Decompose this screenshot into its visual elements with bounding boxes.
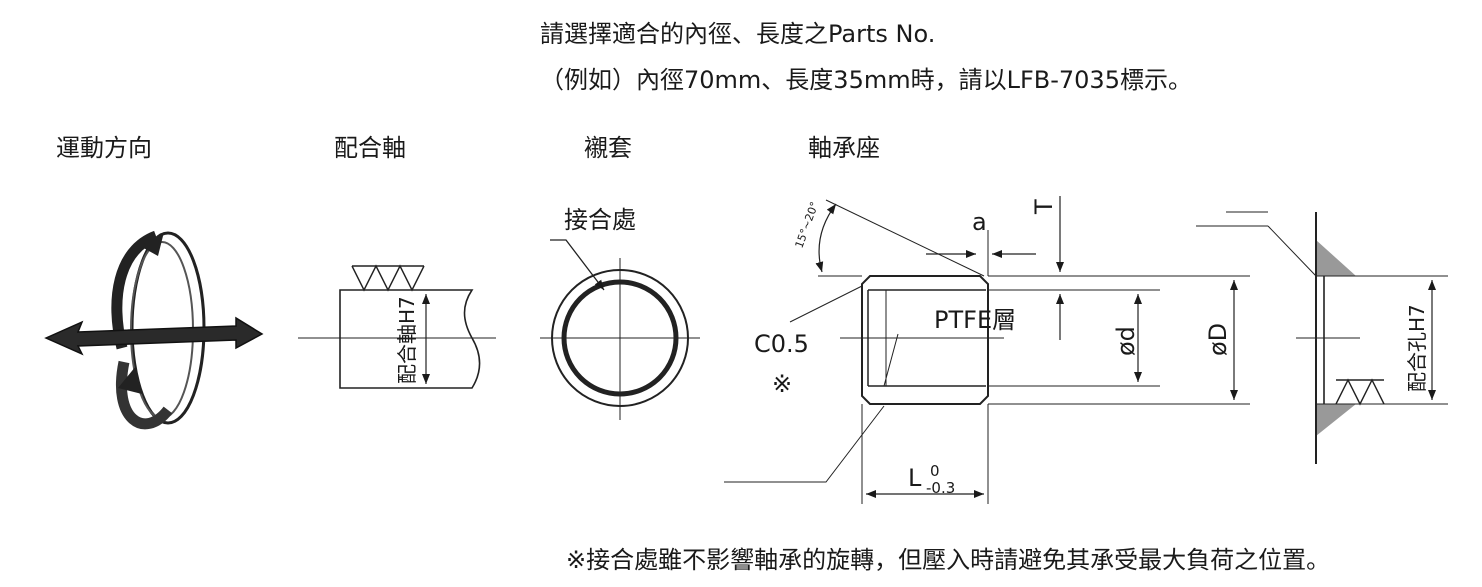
inner-diameter-label: ød [1112, 326, 1140, 356]
dim-a-label: a [972, 208, 987, 236]
bushing-section [540, 239, 700, 420]
dim-T-label: T [1030, 199, 1058, 215]
outer-diameter-label: øD [1204, 323, 1232, 356]
motion-direction-icon [44, 230, 264, 430]
footnote: ※接合處雖不影響軸承的旋轉，但壓入時請避免其承受最大負荷之位置。 [566, 546, 1331, 574]
instruction-line-2: （例如）內徑70mm、長度35mm時，請以LFB-7035標示。 [540, 66, 1192, 94]
bushing-cross-section [724, 196, 1250, 504]
chamfer-label: C0.5 [754, 330, 809, 358]
ptfe-layer-label: PTFE層 [934, 306, 1016, 334]
shaft-diagram [298, 264, 496, 389]
chamfer-note-mark: ※ [772, 370, 792, 398]
shaft-tolerance-label: 配合軸H7 [395, 296, 419, 384]
length-lower-tol: -0.3 [926, 479, 955, 497]
joint-label: 接合處 [564, 206, 636, 234]
housing-section [1196, 211, 1448, 464]
length-label: L [908, 464, 922, 492]
label-bushing: 襯套 [584, 134, 632, 162]
chamfer-angle-label: 15°~20° [793, 200, 822, 250]
label-mating-shaft: 配合軸 [334, 134, 406, 162]
label-housing: 軸承座 [808, 134, 880, 162]
hole-tolerance-label: 配合孔H7 [1405, 304, 1429, 392]
label-motion-direction: 運動方向 [56, 134, 152, 162]
instruction-line-1: 請選擇適合的內徑、長度之Parts No. [540, 20, 936, 48]
length-upper-tol: 0 [930, 462, 940, 480]
